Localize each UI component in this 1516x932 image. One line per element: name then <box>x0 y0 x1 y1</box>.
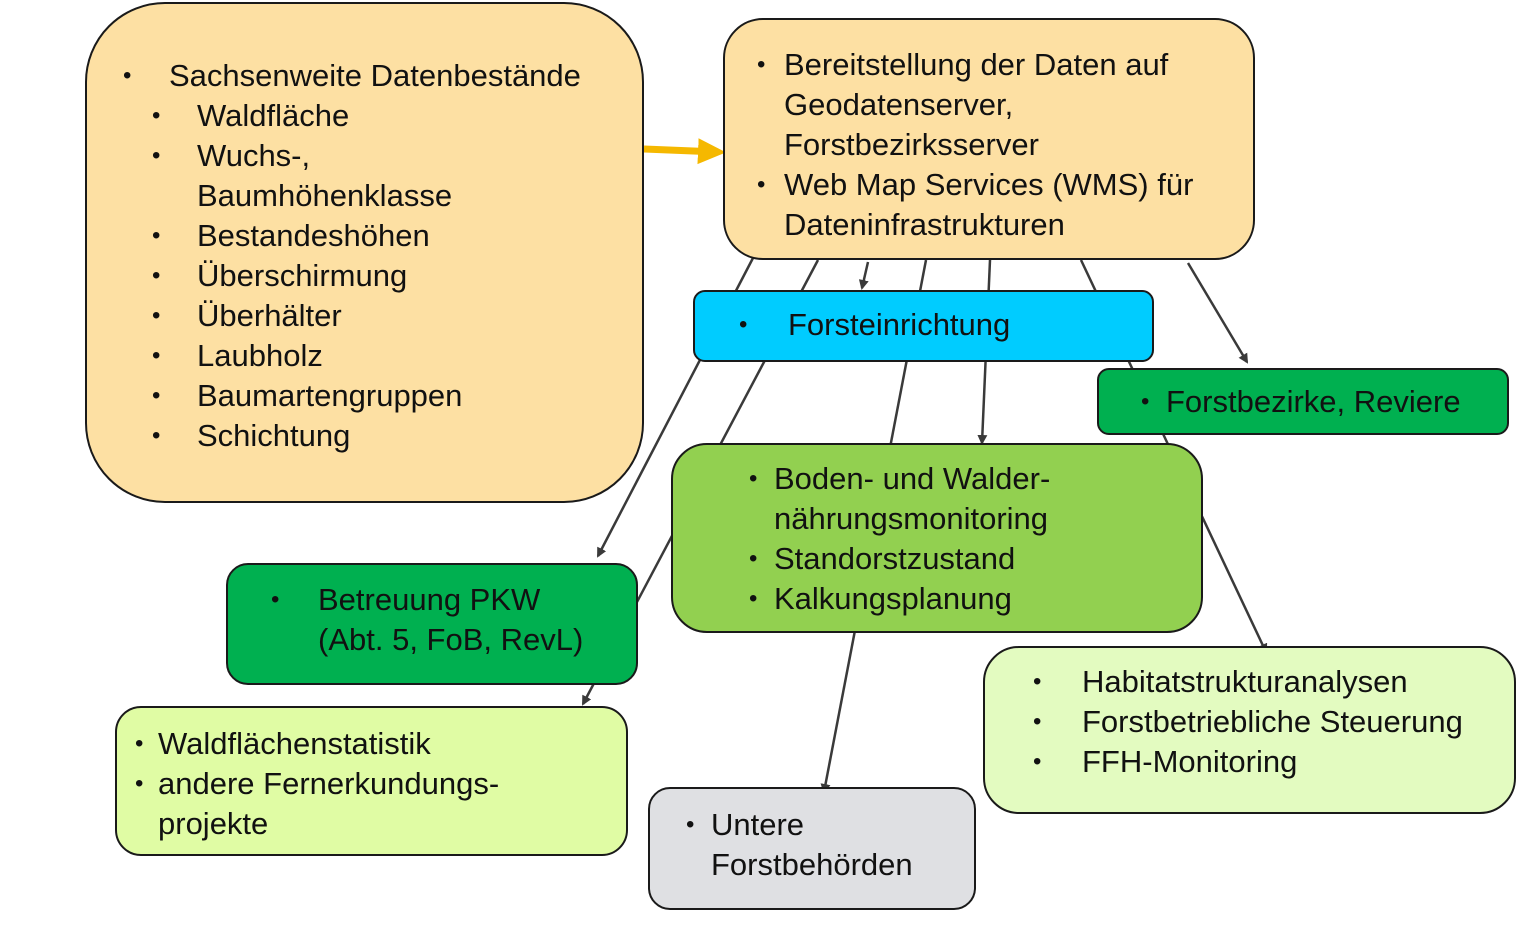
bullet-icon: • <box>739 311 748 338</box>
list-item: •Forstbezirke, Reviere <box>1141 382 1461 422</box>
edge-source-server <box>643 138 726 165</box>
bullet-icon: • <box>757 51 766 78</box>
list-item: •Habitatstrukturanalysen <box>1033 662 1463 702</box>
bullet-icon: • <box>1033 748 1042 775</box>
list-item: •Schichtung <box>123 416 462 456</box>
list-item: •Betreuung PKW(Abt. 5, FoB, RevL) <box>271 582 584 657</box>
list-item: •Wuchs-,Baumhöhenklasse <box>152 138 453 213</box>
bullet-icon: • <box>1033 708 1042 735</box>
bullet-icon: • <box>749 585 758 612</box>
source-title: Sachsenweite Datenbestände <box>169 58 581 93</box>
bullet-icon: • <box>152 342 161 369</box>
list-item: •Überschirmung <box>123 256 462 296</box>
list-item: •andere Fernerkundungs-projekte <box>135 766 500 841</box>
bullet-icon: • <box>1033 668 1042 695</box>
bullet-icon: • <box>152 422 161 449</box>
list-item: •Kalkungsplanung <box>749 579 1050 619</box>
node-forstbezirke-reviere: •Forstbezirke, Reviere <box>1097 368 1509 435</box>
bullet-icon: • <box>135 730 144 757</box>
bullet-icon: • <box>152 142 161 169</box>
bullet-icon: • <box>152 222 161 249</box>
bullet-icon: • <box>757 171 766 198</box>
list-item: •Boden- und Walder-nährungsmonitoring <box>749 461 1051 536</box>
list-item: •Standorstzustand <box>749 539 1050 579</box>
edge-server-forstbezirke <box>1186 262 1249 364</box>
node-habitatstrukturanalysen: •Habitatstrukturanalysen •Forstbetriebli… <box>983 646 1516 814</box>
bullet-icon: • <box>152 262 161 289</box>
bullet-icon: • <box>1141 388 1150 415</box>
bullet-icon: • <box>749 465 758 492</box>
node-boden-monitoring: •Boden- und Walder-nährungsmonitoring •S… <box>671 443 1203 633</box>
list-item: •Laubholz <box>123 336 462 376</box>
bullet-icon: • <box>686 811 695 838</box>
list-item: •Waldfläche <box>123 96 462 136</box>
node-sachsenweite-datenbestaende: • Sachsenweite Datenbestände •Waldfläche… <box>85 2 644 503</box>
node-forsteinrichtung: •Forsteinrichtung <box>693 290 1154 362</box>
bullet-icon: • <box>271 586 280 613</box>
node-waldflaechenstatistik: •Waldflächenstatistik •andere Fernerkund… <box>115 706 628 856</box>
node-betreuung-pkw: •Betreuung PKW(Abt. 5, FoB, RevL) <box>226 563 638 685</box>
edge-server-forsteinrichtung <box>858 261 870 290</box>
bullet-icon: • <box>135 770 144 797</box>
bullet-icon: • <box>152 382 161 409</box>
list-item: •Bestandeshöhen <box>123 216 462 256</box>
list-item: •Forsteinrichtung <box>739 305 1010 345</box>
list-item: •Überhälter <box>123 296 462 336</box>
list-item: •Waldflächenstatistik <box>135 724 499 764</box>
bullet-icon: • <box>749 545 758 572</box>
list-item: •Baumartengruppen <box>123 376 462 416</box>
bullet-icon: • <box>152 302 161 329</box>
bullet-icon: • <box>123 62 132 89</box>
list-item: •Forstbetriebliche Steuerung <box>1033 702 1463 742</box>
bullet-icon: • <box>152 102 161 129</box>
list-item: •FFH-Monitoring <box>1033 742 1463 782</box>
source-title-item: • Sachsenweite Datenbestände <box>123 56 581 96</box>
